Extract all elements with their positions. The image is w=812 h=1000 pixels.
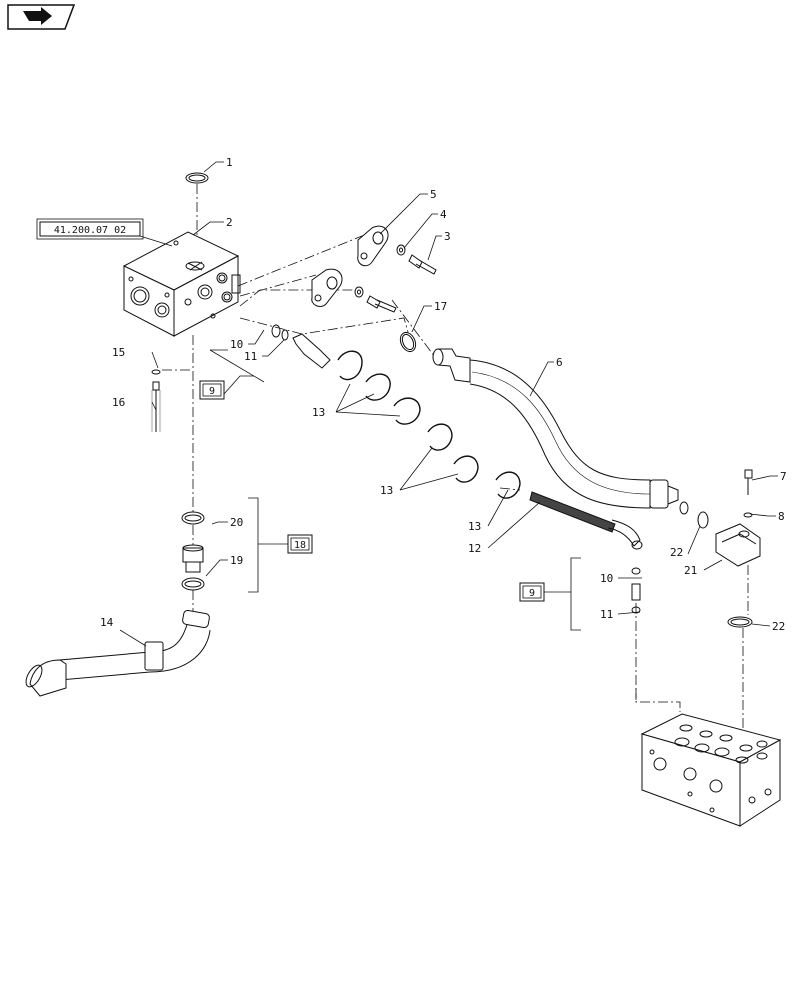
callout-14: 14 <box>100 616 114 629</box>
callout-13-a: 13 <box>312 406 325 419</box>
callout-22-lower: 22 <box>772 620 785 633</box>
callout-8: 8 <box>778 510 785 523</box>
callout-5: 5 <box>430 188 437 201</box>
callout-13-c: 13 <box>468 520 481 533</box>
callout-13-b: 13 <box>380 484 393 497</box>
callout-17: 17 <box>434 300 447 313</box>
ref-box-kit-b[interactable]: 18 <box>287 534 313 554</box>
navigation-button[interactable] <box>7 4 75 30</box>
manifold-block <box>122 231 241 337</box>
ref-box-kit-a[interactable]: 9 <box>199 380 225 400</box>
p-clips <box>337 350 521 499</box>
steel-tube <box>529 491 643 550</box>
callout-7: 7 <box>780 470 787 483</box>
callout-6: 6 <box>556 356 563 369</box>
ref-box-kit-c[interactable]: 9 <box>519 582 545 602</box>
callout-10-upper: 10 <box>230 338 243 351</box>
bolt-lower <box>366 295 397 313</box>
callout-1: 1 <box>226 156 233 169</box>
flange-block <box>715 523 761 567</box>
clamp-half-lower <box>311 268 343 307</box>
callout-11-lower: 11 <box>600 608 613 621</box>
bolt-upper <box>408 254 437 275</box>
callout-12: 12 <box>468 542 481 555</box>
hose-assembly <box>432 348 689 515</box>
callout-16: 16 <box>112 396 125 409</box>
svg-text:18: 18 <box>294 540 306 551</box>
callout-21: 21 <box>684 564 697 577</box>
callout-4: 4 <box>440 208 447 221</box>
ref-box-main[interactable]: 41.200.07 02 <box>36 218 144 240</box>
callout-11-upper: 11 <box>244 350 257 363</box>
svg-text:9: 9 <box>209 386 215 397</box>
callout-15: 15 <box>112 346 125 359</box>
callout-labels: 1 2 5 4 3 6 17 7 8 10 11 13 13 13 12 14 … <box>100 156 787 633</box>
clamp-half-upper <box>357 225 389 267</box>
callout-19: 19 <box>230 554 243 567</box>
callout-3: 3 <box>444 230 451 243</box>
control-valve-bank <box>640 713 782 827</box>
forward-arrow-icon <box>23 7 52 25</box>
callout-2: 2 <box>226 216 233 229</box>
callout-22-upper: 22 <box>670 546 683 559</box>
callout-20: 20 <box>230 516 243 529</box>
hose-lower-left <box>25 609 211 697</box>
svg-text:41.200.07 02: 41.200.07 02 <box>54 225 126 236</box>
callout-10-lower: 10 <box>600 572 613 585</box>
svg-text:9: 9 <box>529 588 535 599</box>
